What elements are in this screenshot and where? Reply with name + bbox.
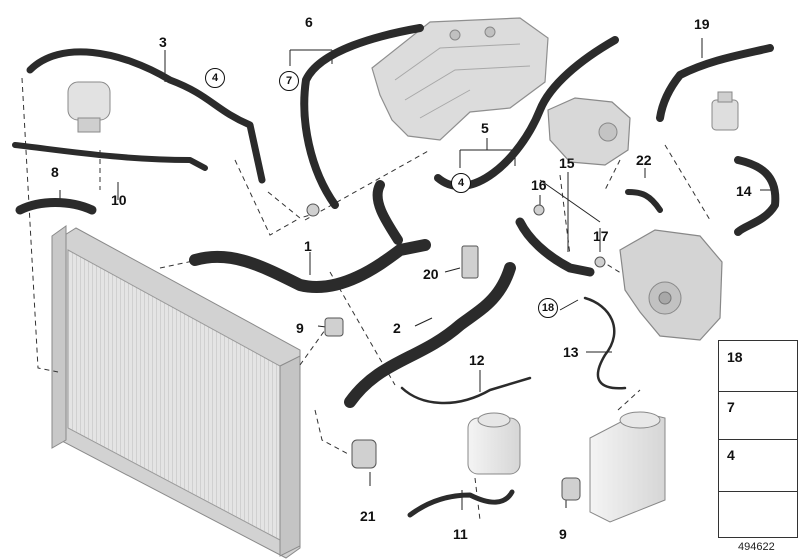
callout-19: 19	[694, 16, 710, 32]
legend-number: 4	[727, 447, 735, 463]
legend-number: 18	[727, 349, 743, 365]
reference-number: 494622	[738, 541, 775, 553]
valve	[711, 91, 739, 131]
callout-10: 10	[111, 192, 127, 208]
fittings	[306, 203, 606, 501]
radiator	[51, 225, 301, 559]
hose-2	[344, 262, 516, 408]
electric-water-pump	[67, 81, 111, 133]
hose-3	[26, 48, 266, 184]
hose-upper	[372, 180, 403, 245]
callout-17: 17	[593, 228, 609, 244]
callout-5: 5	[481, 120, 489, 136]
hose-14	[734, 156, 780, 236]
circled-callout-18: 18	[538, 298, 558, 318]
callout-9: 9	[296, 320, 304, 336]
legend-number: 7	[727, 399, 735, 415]
hose-1	[189, 239, 431, 293]
callout-22: 22	[636, 152, 652, 168]
callout-6: 6	[305, 14, 313, 30]
circled-callout-4: 4	[205, 68, 225, 88]
callout-11: 11	[453, 526, 468, 542]
hose-22	[625, 189, 663, 213]
circled-callout-7: 7	[279, 71, 299, 91]
line-13	[583, 296, 627, 390]
callout-16: 16	[531, 177, 547, 193]
callout-21: 21	[360, 508, 376, 524]
callout-15: 15	[559, 155, 575, 171]
callout-13: 13	[563, 344, 579, 360]
legend-row: 7	[719, 391, 797, 440]
expansion-tank-large	[589, 411, 666, 523]
line-12	[400, 376, 532, 405]
intake-manifold	[371, 17, 549, 141]
callout-12: 12	[469, 352, 485, 368]
callout-8: 8	[51, 164, 59, 180]
hose-11	[407, 489, 515, 518]
callout-2: 2	[393, 320, 401, 336]
callout-1: 1	[304, 238, 312, 254]
callout-14: 14	[736, 183, 752, 199]
legend-panel: 18 7 4	[718, 340, 798, 538]
hose-10	[12, 142, 208, 171]
legend-row: 18	[719, 341, 797, 392]
callout-20: 20	[423, 266, 439, 282]
hose-8	[15, 198, 97, 215]
expansion-tank-small	[467, 412, 521, 475]
callout-9-lower: 9	[559, 526, 567, 542]
thermostat-housing	[547, 97, 631, 166]
hose-19	[656, 44, 774, 122]
legend-row: 4	[719, 439, 797, 492]
hose-15	[515, 217, 595, 277]
circled-callout-4-lower: 4	[451, 173, 471, 193]
water-pump	[619, 229, 723, 341]
hose-6	[300, 24, 424, 209]
legend-row	[719, 491, 797, 537]
callout-3: 3	[159, 34, 167, 50]
